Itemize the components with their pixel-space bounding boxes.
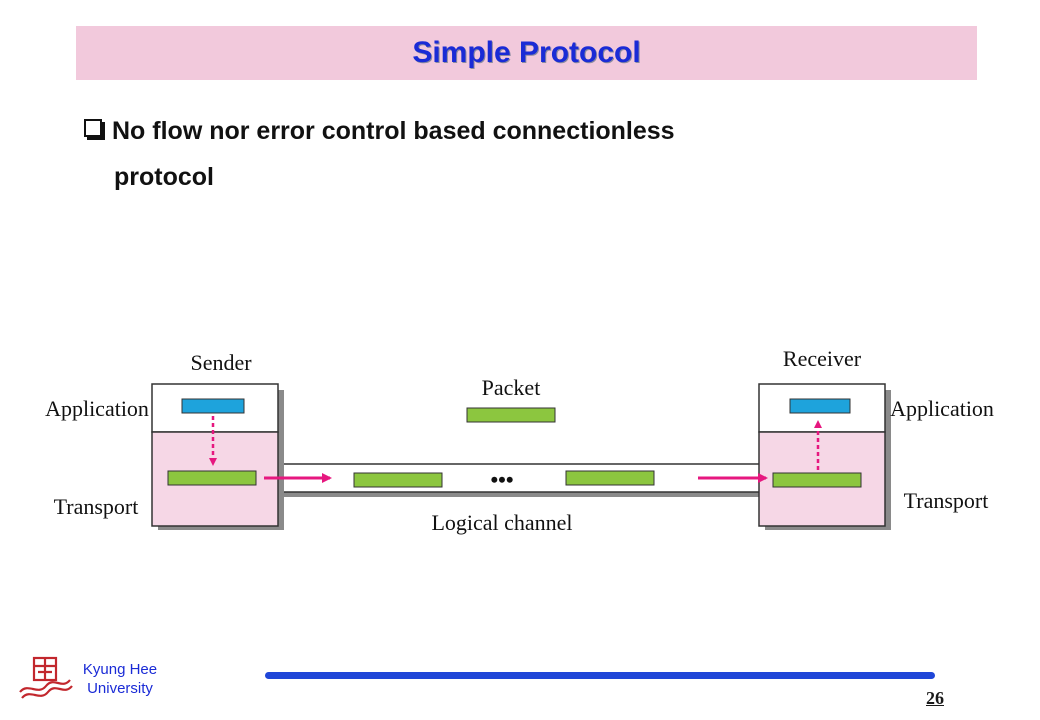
sender-transport-packet [167,470,257,486]
footer-divider [265,672,935,679]
sender-host [151,383,284,530]
channel-packet-2 [565,470,655,486]
sender-application-layer [151,383,279,433]
sender-app-block [181,398,245,414]
sender-label: Sender [190,350,252,375]
university-line-1: Kyung Hee [82,661,158,678]
logical-channel [277,463,763,497]
receiver-app-block [789,398,851,414]
logical-channel-label: Logical channel [431,510,572,535]
university-line-2: University [87,680,153,697]
channel-packet-1 [353,472,443,488]
bullet-line-1: No flow nor error control based connecti… [84,108,864,154]
transport-label-left: Transport [54,494,139,519]
ellipsis-dots: ••• [490,467,513,492]
slide-title: Simple Protocol [412,36,641,69]
receiver-label: Receiver [783,346,862,371]
receiver-host [758,383,891,530]
application-label-left: Application [45,396,149,421]
application-label-right: Application [890,396,994,421]
title-bar: Simple Protocol [76,26,977,80]
transport-label-right: Transport [904,488,989,513]
checkbox-bullet-icon [84,119,102,137]
packet-label: Packet [482,375,541,400]
university-name: Kyung Hee University [60,660,180,698]
receiver-transport-packet [772,472,862,488]
bullet-text-2: protocol [114,163,214,191]
bullet-text-1: No flow nor error control based connecti… [112,117,675,145]
legend-packet [466,407,556,423]
bullet-point: No flow nor error control based connecti… [84,108,864,200]
university-logo-icon [19,656,73,699]
page-number: 26 [926,688,944,708]
